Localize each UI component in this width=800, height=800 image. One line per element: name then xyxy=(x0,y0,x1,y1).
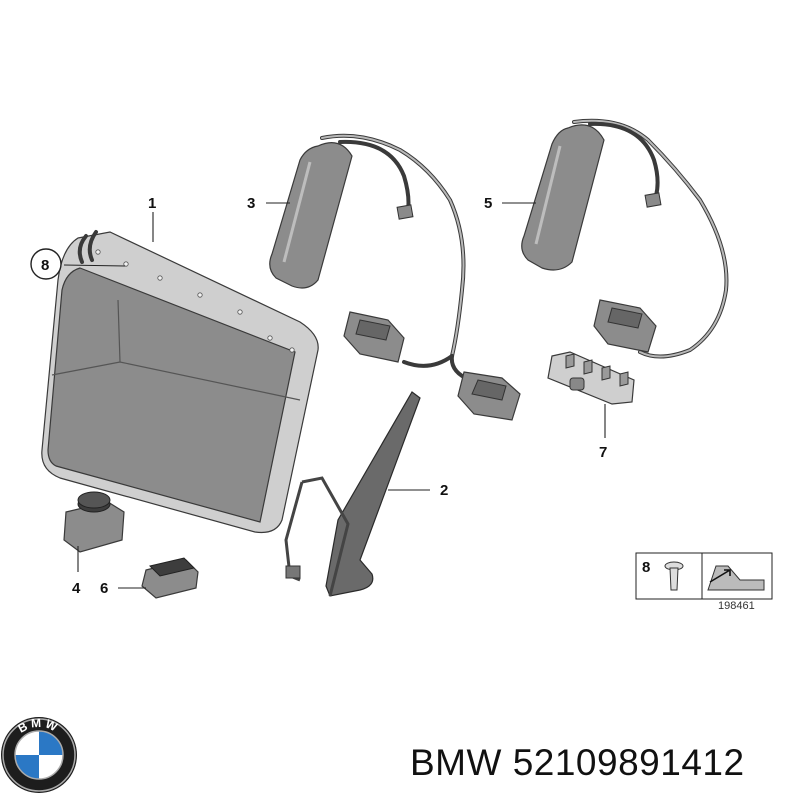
callout-3: 3 xyxy=(247,195,255,212)
clip-icon xyxy=(664,561,684,591)
airbag-module-right xyxy=(521,118,729,359)
panel-mount-icon xyxy=(707,565,765,591)
logo-text: BMW xyxy=(16,716,60,736)
svg-text:BMW: BMW xyxy=(16,716,63,736)
legend-box: 8 xyxy=(635,552,773,600)
sensor-unit xyxy=(63,491,125,553)
connector-strip xyxy=(547,351,635,405)
side-trim-bracket xyxy=(284,391,421,597)
callout-5: 5 xyxy=(484,195,492,212)
callout-8-ring xyxy=(30,248,62,280)
airbag-module-left xyxy=(269,133,521,421)
small-connector xyxy=(141,557,199,599)
bmw-logo: BMW xyxy=(1,716,77,793)
legend-code: 198461 xyxy=(718,600,755,612)
seat-back-panel xyxy=(41,230,319,534)
callout-1: 1 xyxy=(148,195,156,212)
leader-lines xyxy=(63,202,606,589)
callout-labels: 1 2 3 4 5 6 7 8 xyxy=(30,195,607,597)
callout-4: 4 xyxy=(72,580,81,597)
callout-6: 6 xyxy=(100,580,108,597)
callout-7: 7 xyxy=(599,444,607,461)
legend-callout-8: 8 xyxy=(642,559,650,576)
part-number-caption: BMW 52109891412 xyxy=(410,742,745,783)
callout-8: 8 xyxy=(41,257,49,274)
callout-2: 2 xyxy=(440,482,448,499)
